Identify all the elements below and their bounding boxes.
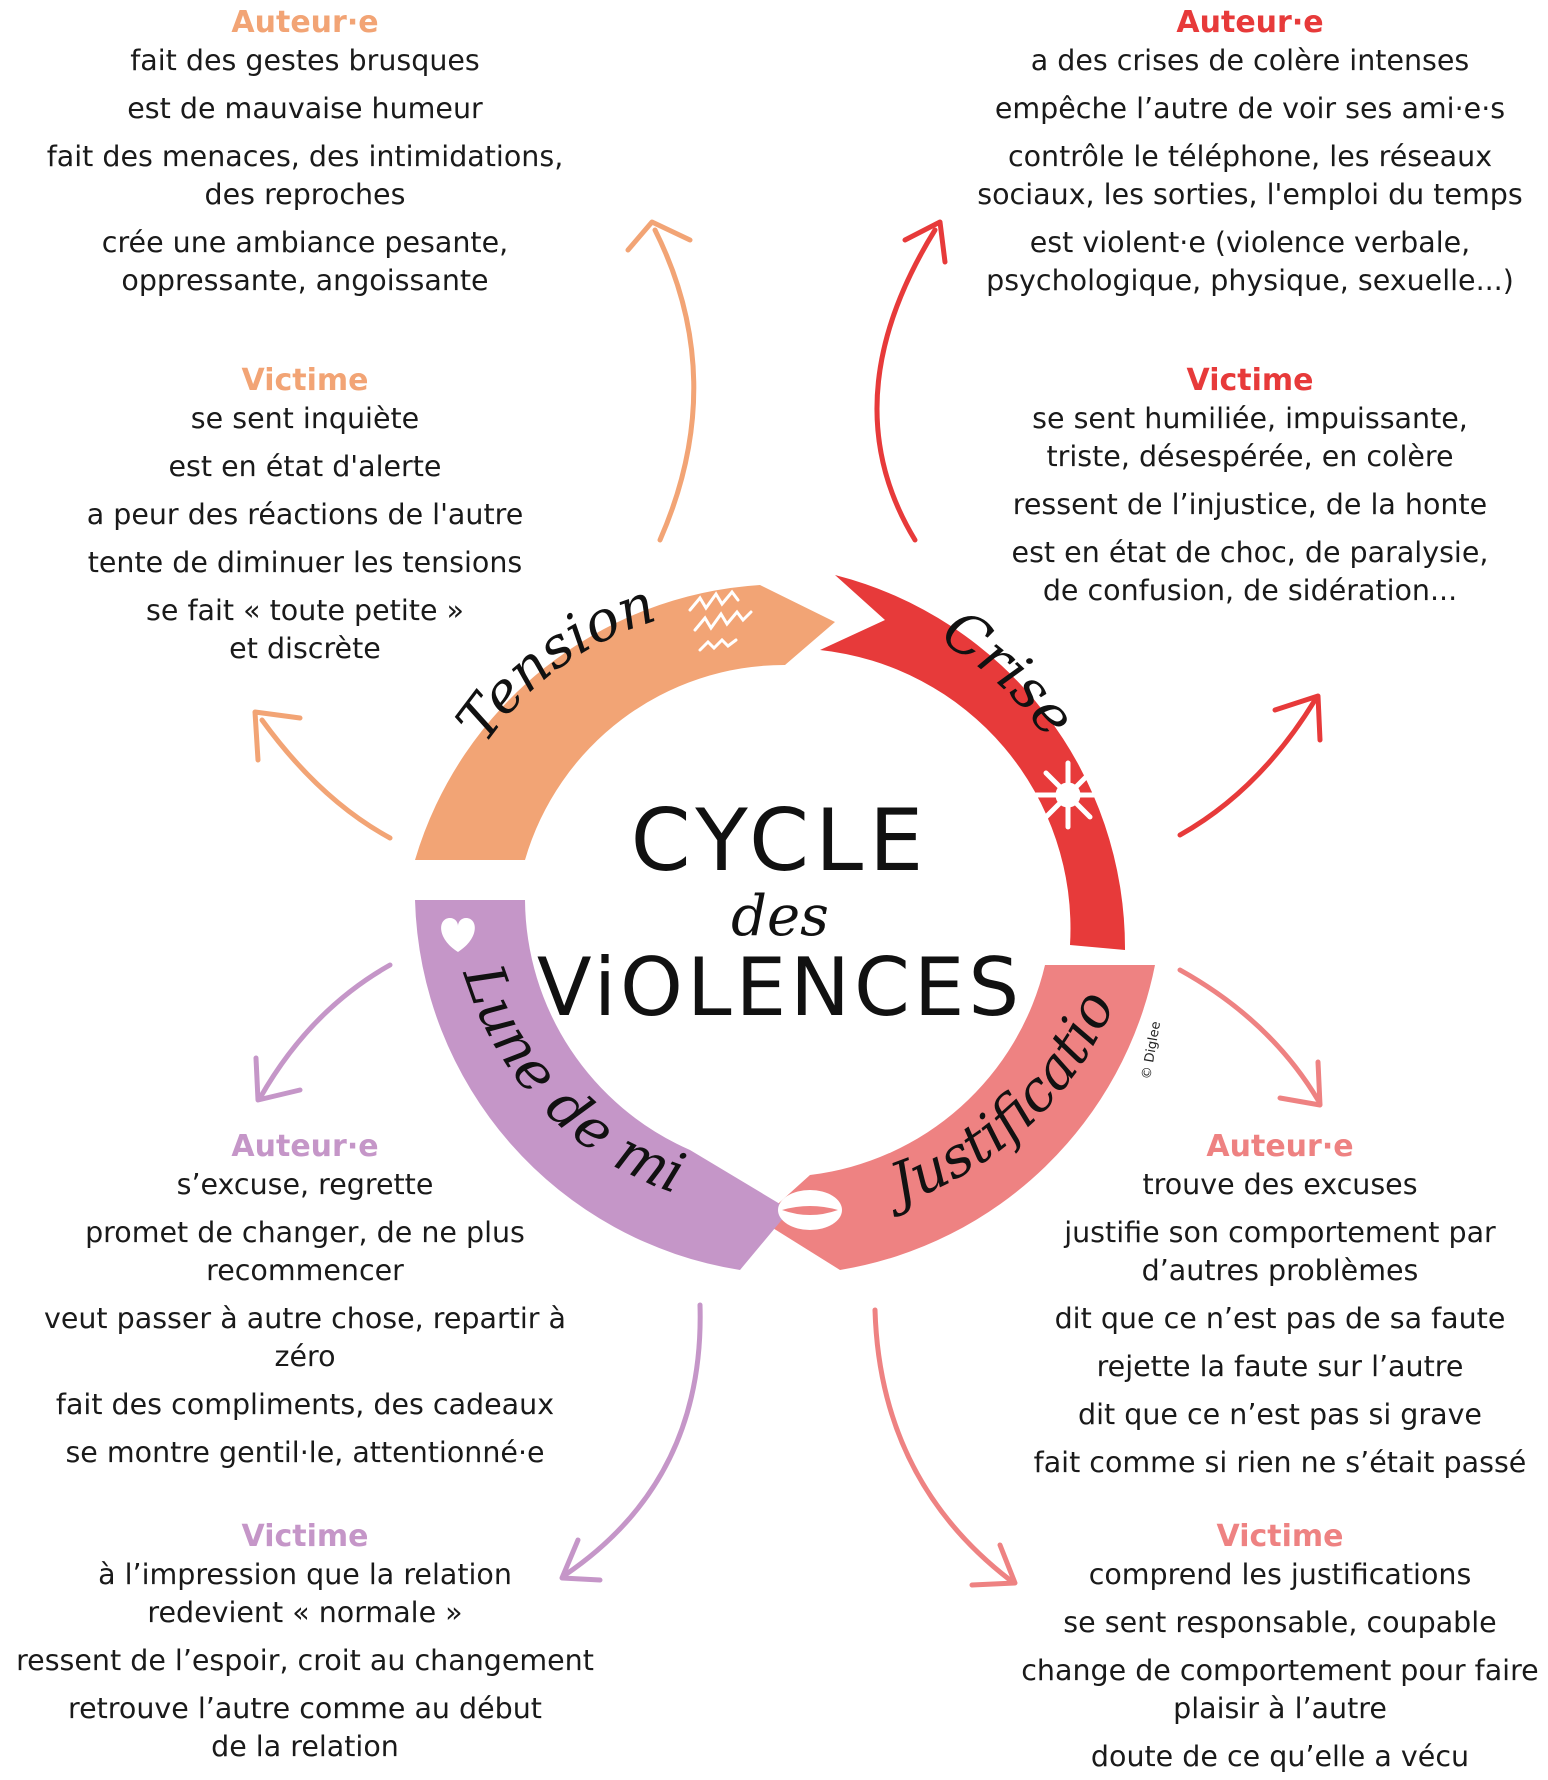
- justif-victime-block: Victime comprend les justifications se s…: [1010, 1520, 1548, 1780]
- lips-icon: [778, 1190, 842, 1230]
- tension-auteur-item: fait des menaces, des intimidations, des…: [46, 140, 564, 211]
- crise-victime-heading: Victime: [1186, 363, 1314, 398]
- justif-auteur-item: trouve des excuses: [1142, 1168, 1418, 1201]
- arrow-crise-auteur: [874, 219, 948, 543]
- arrow-lune-victime: [559, 1302, 703, 1583]
- crise-victime-item: ressent de l’injustice, de la honte: [1012, 488, 1488, 521]
- crise-auteur-item: empêche l’autre de voir ses ami·e·s: [994, 92, 1506, 125]
- justif-auteur-item: dit que ce n’est pas si grave: [1078, 1398, 1482, 1431]
- crise-auteur-block: Auteur·e a des crises de colère intenses…: [960, 6, 1540, 310]
- heart-icon: [441, 918, 475, 952]
- crise-auteur-heading: Auteur·e: [1176, 5, 1324, 40]
- tension-victime-heading: Victime: [241, 363, 369, 398]
- lune-victime-item: ressent de l’espoir, croit au changement: [16, 1644, 594, 1677]
- lune-de-miel-segment: [415, 900, 790, 1270]
- tension-victime-block: Victime se sent inquiète est en état d'a…: [20, 364, 590, 678]
- tension-auteur-block: Auteur·e fait des gestes brusques est de…: [20, 6, 590, 310]
- tension-auteur-item: fait des gestes brusques: [130, 44, 480, 77]
- tension-victime-item: est en état d'alerte: [168, 450, 442, 483]
- tension-victime-item: a peur des réactions de l'autre: [86, 498, 524, 531]
- lune-auteur-heading: Auteur·e: [231, 1129, 379, 1164]
- credit: © Diglee: [1139, 1020, 1164, 1080]
- lune-victime-heading: Victime: [241, 1519, 369, 1554]
- lune-victime-item: à l’impression que la relation redevient…: [98, 1558, 512, 1629]
- lune-auteur-item: se montre gentil·le, attentionné·e: [65, 1436, 545, 1469]
- tension-segment: [415, 585, 835, 860]
- tension-victime-item: tente de diminuer les tensions: [87, 546, 523, 579]
- justif-victime-item: comprend les justifications: [1088, 1558, 1472, 1591]
- arrow-justif-auteur: [1177, 967, 1323, 1108]
- star-burst-icon: [1033, 760, 1103, 830]
- tension-auteur-item: crée une ambiance pesante, oppressante, …: [101, 226, 509, 297]
- center-title-line2: des: [731, 884, 829, 949]
- justif-auteur-item: justifie son comportement par d’autres p…: [1064, 1216, 1496, 1287]
- crise-auteur-item: a des crises de colère intenses: [1030, 44, 1470, 77]
- justif-auteur-heading: Auteur·e: [1206, 1129, 1354, 1164]
- arrow-lune-auteur: [253, 962, 393, 1103]
- crise-victime-item: se sent humiliée, impuissante, triste, d…: [1032, 402, 1468, 473]
- tension-auteur-heading: Auteur·e: [231, 5, 379, 40]
- tension-auteur-item: est de mauvaise humeur: [127, 92, 483, 125]
- crise-auteur-item: est violent·e (violence verbale, psychol…: [986, 226, 1514, 297]
- lune-auteur-item: fait des compliments, des cadeaux: [55, 1388, 555, 1421]
- justif-victime-item: doute de ce qu’elle a vécu: [1090, 1740, 1470, 1773]
- justification-segment: [760, 965, 1155, 1270]
- tension-victime-item: se fait « toute petite » et discrète: [146, 594, 464, 665]
- lune-victime-item: retrouve l’autre comme au début de la re…: [68, 1692, 542, 1763]
- justif-victime-item: change de comportement pour faire plaisi…: [1021, 1654, 1539, 1725]
- center-title-line3: ViOLENCES: [537, 941, 1023, 1034]
- crise-victime-block: Victime se sent humiliée, impuissante, t…: [960, 364, 1540, 620]
- justif-auteur-block: Auteur·e trouve des excuses justifie son…: [1010, 1130, 1548, 1492]
- lune-auteur-block: Auteur·e s’excuse, regrette promet de ch…: [10, 1130, 600, 1482]
- zigzag-tension-icon: [688, 589, 753, 652]
- crise-segment: [820, 575, 1126, 950]
- arrow-justif-victime: [872, 1307, 1018, 1588]
- arrow-crise-victime: [1177, 693, 1323, 838]
- lune-auteur-item: veut passer à autre chose, repartir à zé…: [43, 1302, 567, 1373]
- justif-victime-item: se sent responsable, coupable: [1063, 1606, 1497, 1639]
- arrow-tension-victime: [252, 709, 393, 841]
- lune-auteur-item: s’excuse, regrette: [176, 1168, 434, 1201]
- crise-auteur-item: contrôle le téléphone, les réseaux socia…: [977, 140, 1523, 211]
- lune-victime-block: Victime à l’impression que la relation r…: [10, 1520, 600, 1776]
- center-title-line1: CYCLE: [631, 791, 930, 891]
- justif-auteur-item: fait comme si rien ne s’était passé: [1033, 1446, 1527, 1479]
- crise-victime-item: est en état de choc, de paralysie, de co…: [1011, 536, 1489, 607]
- tension-victime-item: se sent inquiète: [190, 402, 420, 435]
- justif-victime-heading: Victime: [1216, 1519, 1344, 1554]
- lune-auteur-item: promet de changer, de ne plus recommence…: [85, 1216, 525, 1287]
- justif-auteur-item: dit que ce n’est pas de sa faute: [1054, 1302, 1506, 1335]
- arrow-tension-auteur: [625, 219, 697, 543]
- justif-auteur-item: rejette la faute sur l’autre: [1096, 1350, 1464, 1383]
